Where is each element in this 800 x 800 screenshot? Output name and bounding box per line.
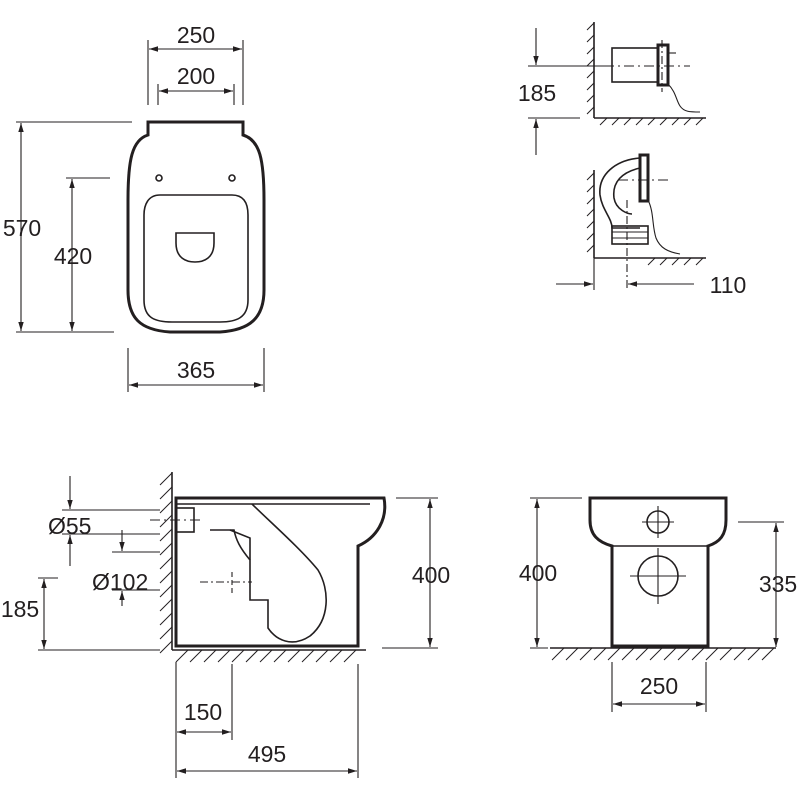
- wall-detail-top: 185: [518, 22, 706, 155]
- dim-label-200: 200: [177, 63, 215, 89]
- side-trapway: [210, 503, 327, 643]
- dim-label-d55: Ø55: [48, 513, 91, 539]
- hinge-hole-right: [228, 174, 236, 182]
- dim-label-185-side: 185: [1, 596, 39, 622]
- dim-label-335: 335: [759, 571, 797, 597]
- wall-hatch-top: [586, 22, 704, 126]
- bowl-outlet: [175, 232, 215, 263]
- floor-hatch-front: [551, 647, 775, 661]
- seat-opening: [143, 194, 249, 323]
- side-view: Ø55 Ø102 185 400 150 495: [1, 472, 450, 778]
- dim-label-250-front: 250: [640, 673, 678, 699]
- dim-label-365: 365: [177, 357, 215, 383]
- front-bowl-outline: [588, 496, 728, 648]
- dim-label-495: 495: [248, 741, 286, 767]
- hinge-hole-left: [155, 174, 163, 182]
- floor-collar: [611, 225, 649, 245]
- pipe-flange: [656, 43, 670, 87]
- dim-label-d102: Ø102: [92, 569, 148, 595]
- dim-label-150: 150: [184, 699, 222, 725]
- dim-label-420: 420: [54, 243, 92, 269]
- elbow-pipe: [599, 157, 641, 229]
- dim-label-185-top: 185: [518, 80, 556, 106]
- wall-hatch-side: [159, 472, 357, 663]
- wall-hatch-bottom: [586, 172, 704, 266]
- seat-outline: [126, 120, 266, 334]
- dim-label-110: 110: [710, 272, 747, 298]
- wall-detail-bottom: 110: [556, 153, 747, 298]
- dim-label-570: 570: [3, 215, 41, 241]
- dim-label-250-top: 250: [177, 22, 215, 48]
- dim-label-400-side: 400: [412, 562, 450, 588]
- top-view: 250 200 570 420 365: [3, 22, 266, 392]
- side-bowl-outline: [174, 496, 387, 648]
- dim-label-400-front: 400: [519, 560, 557, 586]
- front-view: 400 335 250: [519, 496, 797, 712]
- elbow-flange: [638, 153, 650, 203]
- pipe-connector: [611, 47, 659, 83]
